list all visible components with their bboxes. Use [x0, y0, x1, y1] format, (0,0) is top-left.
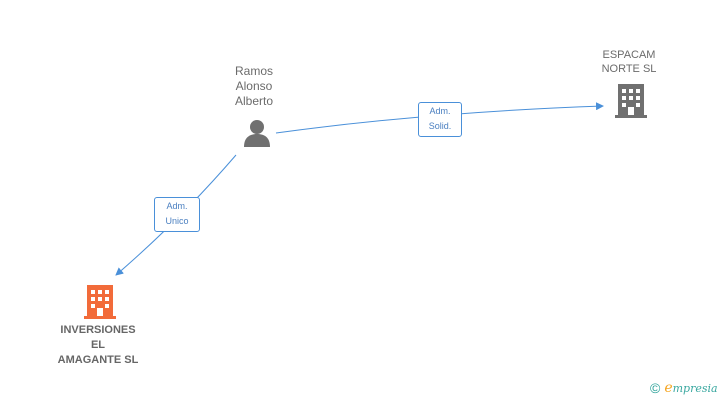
edge-label-line: Adm.: [166, 201, 188, 211]
person-name-line: Alberto: [234, 94, 274, 108]
brand-e-letter: e: [664, 380, 673, 396]
building-icon-inversiones[interactable]: [84, 285, 116, 319]
edge-label-adm-unico[interactable]: Adm. Unico: [154, 197, 200, 232]
edge-label-adm-solid[interactable]: Adm. Solid.: [418, 102, 462, 137]
copyright-icon: ©: [650, 380, 661, 396]
person-name-line: Ramos: [234, 64, 273, 78]
person-name-label[interactable]: Ramos Alonso Alberto: [218, 64, 290, 109]
edge-label-line: Unico: [165, 216, 189, 226]
company-name-line: NORTE SL: [601, 63, 657, 75]
building-icon-espacam[interactable]: [615, 84, 647, 118]
brand-name: mpresia: [672, 382, 718, 395]
espacam-company-label[interactable]: ESPACAM NORTE SL: [588, 48, 670, 76]
company-name-line: ESPACAM: [602, 49, 656, 61]
company-name-line: EL: [90, 339, 106, 351]
person-icon[interactable]: [244, 120, 270, 147]
company-name-line: INVERSIONES: [60, 324, 136, 336]
edge-label-line: Adm.: [429, 106, 451, 116]
company-name-line: AMAGANTE SL: [57, 354, 139, 366]
inversiones-company-label[interactable]: INVERSIONES EL AMAGANTE SL: [48, 323, 148, 368]
edge-label-line: Solid.: [428, 121, 452, 131]
empresia-logo[interactable]: © empresia: [650, 380, 718, 396]
person-name-line: Alonso: [235, 79, 273, 93]
